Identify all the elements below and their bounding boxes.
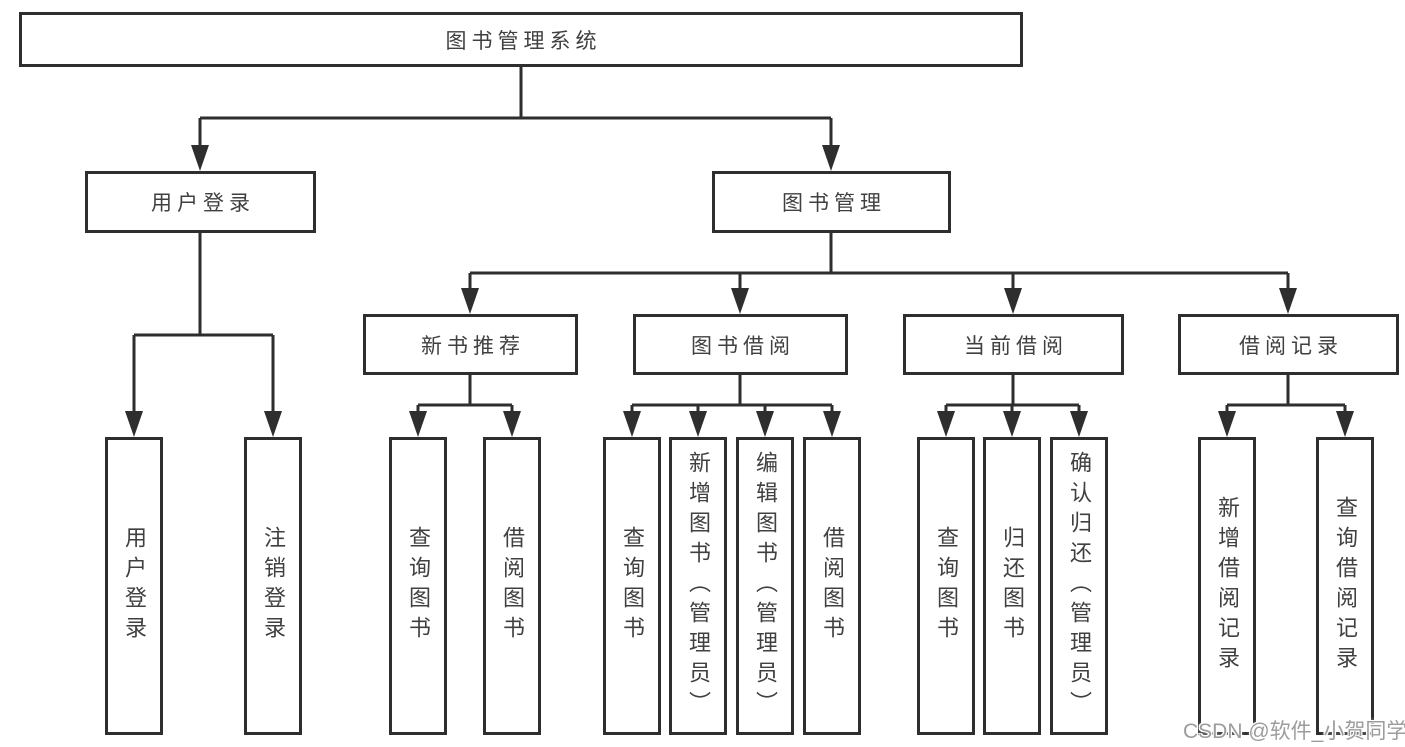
leaf-query-books-current: 查询图书 bbox=[917, 437, 975, 735]
leaf-user-login: 用户登录 bbox=[105, 437, 163, 735]
arrow-down-icon bbox=[1004, 288, 1022, 314]
arrow-down-icon bbox=[1070, 411, 1088, 437]
node-book-management: 图书管理 bbox=[712, 171, 951, 233]
node-label: 用户登录 bbox=[122, 526, 147, 646]
arrow-down-icon bbox=[1218, 411, 1236, 437]
node-label: 新书推荐 bbox=[421, 334, 525, 358]
arrow-down-icon bbox=[503, 411, 521, 437]
arrow-down-icon bbox=[756, 411, 774, 437]
arrow-down-icon bbox=[822, 145, 840, 171]
arrow-down-icon bbox=[461, 288, 479, 314]
leaf-add-book-admin: 新增图书（管理员） bbox=[669, 437, 727, 735]
leaf-query-borrow-record: 查询借阅记录 bbox=[1316, 437, 1374, 735]
node-current-borrow: 当前借阅 bbox=[903, 314, 1124, 375]
node-label: 查询借阅记录 bbox=[1333, 496, 1358, 676]
arrow-down-icon bbox=[937, 411, 955, 437]
connector-borrow-record-children bbox=[1225, 375, 1347, 416]
leaf-logout-login: 注销登录 bbox=[244, 437, 302, 735]
leaf-borrow-books-recommend: 借阅图书 bbox=[483, 437, 541, 735]
leaf-return-book: 归还图书 bbox=[983, 437, 1041, 735]
node-user-login: 用户登录 bbox=[85, 171, 316, 233]
connector-root-to-level2 bbox=[198, 67, 833, 150]
leaf-borrow-books: 借阅图书 bbox=[803, 437, 861, 735]
arrow-down-icon bbox=[1336, 411, 1354, 437]
arrow-down-icon bbox=[1003, 411, 1021, 437]
node-label: 注销登录 bbox=[261, 526, 286, 646]
node-label: 用户登录 bbox=[151, 192, 255, 215]
connector-new-book-children bbox=[416, 375, 514, 416]
arrow-down-icon bbox=[1279, 288, 1297, 314]
arrow-down-icon bbox=[689, 411, 707, 437]
arrow-down-icon bbox=[191, 145, 209, 171]
node-label: 借阅记录 bbox=[1239, 334, 1343, 358]
arrow-down-icon bbox=[264, 411, 282, 437]
arrow-down-icon bbox=[125, 411, 143, 437]
arrow-down-icon bbox=[623, 411, 641, 437]
node-label: 查询图书 bbox=[934, 526, 959, 646]
node-label: 查询图书 bbox=[620, 526, 645, 646]
watermark-text: CSDN @软件_小贺同学 bbox=[1183, 720, 1405, 743]
node-label: 图书借阅 bbox=[691, 334, 795, 358]
node-label: 归还图书 bbox=[1000, 526, 1025, 646]
arrow-down-icon bbox=[731, 288, 749, 314]
arrow-down-icon bbox=[823, 411, 841, 437]
node-label: 当前借阅 bbox=[964, 334, 1068, 358]
node-label: 确认归还（管理员） bbox=[1067, 451, 1092, 721]
node-label: 借阅图书 bbox=[820, 526, 845, 646]
node-library-management-system: 图书管理系统 bbox=[19, 12, 1023, 67]
node-book-borrow: 图书借阅 bbox=[633, 314, 848, 375]
node-label: 新增图书（管理员） bbox=[686, 451, 711, 721]
leaf-edit-book-admin: 编辑图书（管理员） bbox=[736, 437, 794, 735]
node-label: 新增借阅记录 bbox=[1215, 496, 1240, 676]
connector-book-management-children bbox=[468, 233, 1290, 293]
leaf-add-borrow-record: 新增借阅记录 bbox=[1198, 437, 1256, 735]
node-label: 查询图书 bbox=[406, 526, 431, 646]
leaf-query-books-borrow: 查询图书 bbox=[603, 437, 661, 735]
leaf-confirm-return-admin: 确认归还（管理员） bbox=[1050, 437, 1108, 735]
node-label: 图书管理系统 bbox=[445, 29, 602, 53]
connector-book-borrow-children bbox=[630, 375, 834, 416]
leaf-query-books-recommend: 查询图书 bbox=[389, 437, 447, 735]
node-label: 借阅图书 bbox=[500, 526, 525, 646]
connector-user-login-children bbox=[132, 233, 275, 416]
node-label: 编辑图书（管理员） bbox=[753, 451, 778, 721]
arrow-down-icon bbox=[409, 411, 427, 437]
node-new-book-recommend: 新书推荐 bbox=[363, 314, 578, 375]
node-label: 图书管理 bbox=[782, 192, 886, 215]
node-borrow-records: 借阅记录 bbox=[1178, 314, 1399, 375]
connector-current-borrow-children bbox=[944, 375, 1081, 416]
